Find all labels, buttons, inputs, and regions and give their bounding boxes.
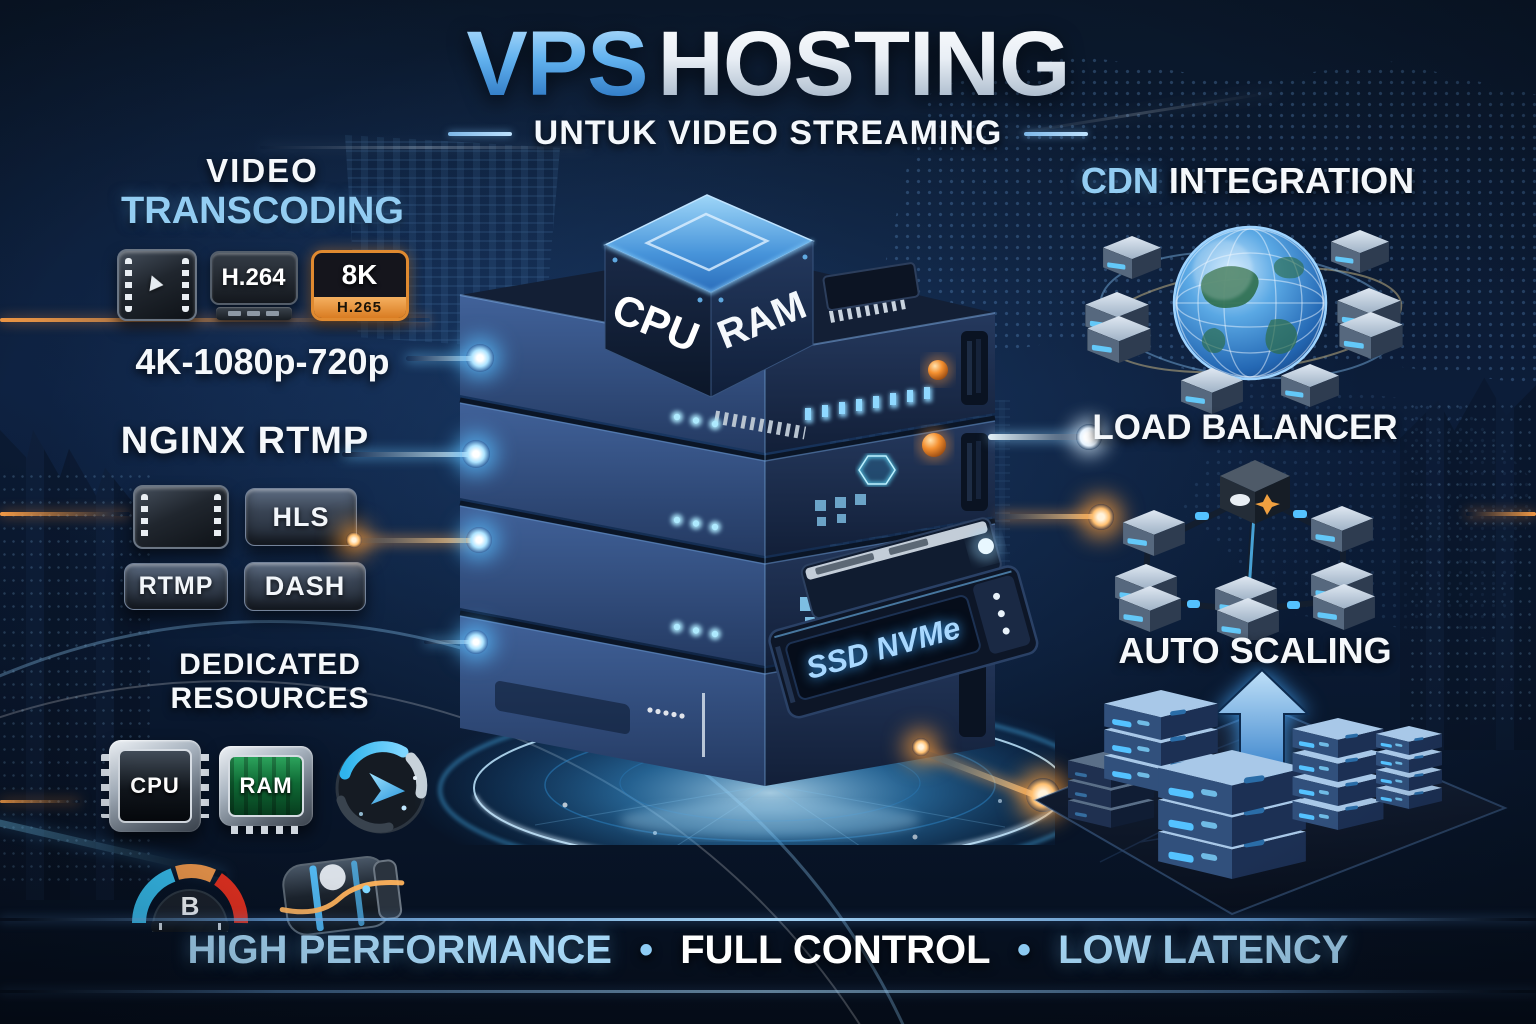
- beam-dot-7a: [912, 738, 930, 756]
- lb-worker-nodes: [1115, 506, 1375, 640]
- footer-separator-2: •: [1016, 928, 1031, 972]
- cdn-diagram: [1085, 225, 1403, 414]
- rtmp-badge: RTMP: [124, 563, 228, 610]
- beam-dot-4: [464, 630, 488, 654]
- footer-line-bottom: [0, 990, 1536, 993]
- section-dedicated-resources: DEDICATED RESOURCES CPU RAM: [80, 648, 460, 942]
- cdn-heading-main: INTEGRATION: [1168, 160, 1415, 201]
- 8k-h265-badge: 8K H.265: [310, 249, 409, 321]
- footer-separator-1: •: [639, 928, 654, 972]
- cpu-chip-label: CPU: [118, 749, 192, 823]
- beam-dot-3: [466, 527, 492, 553]
- title-accent: VPS: [466, 13, 657, 115]
- stream-file-icon: [133, 485, 229, 549]
- 8k-label: 8K: [341, 258, 378, 290]
- footer-item-latency: LOW LATENCY: [1058, 928, 1349, 972]
- hexagon-display: [857, 454, 897, 486]
- resolutions-label: 4K-1080p-720p: [135, 341, 390, 382]
- footer-line-top: [0, 918, 1536, 921]
- beam-cdn-orange: [998, 514, 1098, 519]
- server-tower-illustration: CPU RAM SSD NVMe: [415, 194, 1055, 845]
- footer-banner: HIGH PERFORMANCE • FULL CONTROL • LOW LA…: [0, 928, 1536, 973]
- codec-strip: [215, 306, 292, 320]
- footer-item-performance: HIGH PERFORMANCE: [187, 928, 612, 972]
- ram-chip-label: RAM: [228, 755, 304, 817]
- beam-dot-2: [462, 440, 490, 468]
- server-stack-center: [1158, 750, 1306, 879]
- dash-badge: DASH: [244, 562, 366, 611]
- beam-dot-1: [466, 344, 494, 372]
- transcoding-heading-bottom: TRANSCODING: [121, 190, 404, 232]
- cdn-heading-accent: CDN: [1080, 160, 1159, 201]
- h264-badge: H.264: [209, 250, 298, 320]
- load-balancer-diagram: [1115, 460, 1375, 640]
- hls-badge: HLS: [245, 488, 357, 546]
- footer-item-control: FULL CONTROL: [680, 928, 990, 972]
- cpu-chip-icon: CPU: [101, 740, 209, 832]
- beam-dot-6: [1088, 504, 1114, 530]
- lb-top-node: [1220, 460, 1290, 524]
- h264-label: H.264: [209, 250, 298, 305]
- ram-chip-icon: RAM: [219, 746, 313, 834]
- server-stack-right-a: [1292, 718, 1384, 830]
- section-nginx-rtmp: NGINX RTMP HLS RTMP DASH: [95, 420, 395, 611]
- beam-hls: [352, 538, 482, 543]
- orange-streak-left2: [0, 800, 80, 803]
- section-video-transcoding: VIDEO TRANSCODING H.264 8K H.265 4K-1080…: [95, 152, 430, 383]
- video-file-icon: [116, 249, 197, 321]
- section-load-balancer: LOAD BALANCER: [1080, 408, 1410, 448]
- bandwidth-gauge-icon: B: [132, 864, 248, 932]
- resources-heading: DEDICATED RESOURCES: [170, 648, 370, 715]
- subtitle-dash-right: [1024, 131, 1089, 136]
- beam-nginx: [342, 452, 480, 457]
- beam-dot-3a: [346, 532, 362, 548]
- section-cdn-integration: CDN INTEGRATION: [1060, 160, 1435, 202]
- subtitle-row: UNTUK VIDEO STREAMING: [0, 114, 1536, 153]
- auto-scaling-diagram: [1032, 668, 1508, 916]
- play-icon: [148, 275, 165, 294]
- gauge-letter: B: [181, 891, 200, 921]
- h265-label: H.265: [313, 296, 406, 318]
- subtitle-dash-left: [447, 131, 512, 136]
- subtitle: UNTUK VIDEO STREAMING: [533, 114, 1003, 152]
- title-main: HOSTING: [657, 13, 1070, 115]
- orange-streak-right: [1466, 512, 1536, 516]
- lb-heading: LOAD BALANCER: [1092, 408, 1398, 447]
- transcoding-heading-top: VIDEO: [206, 152, 319, 189]
